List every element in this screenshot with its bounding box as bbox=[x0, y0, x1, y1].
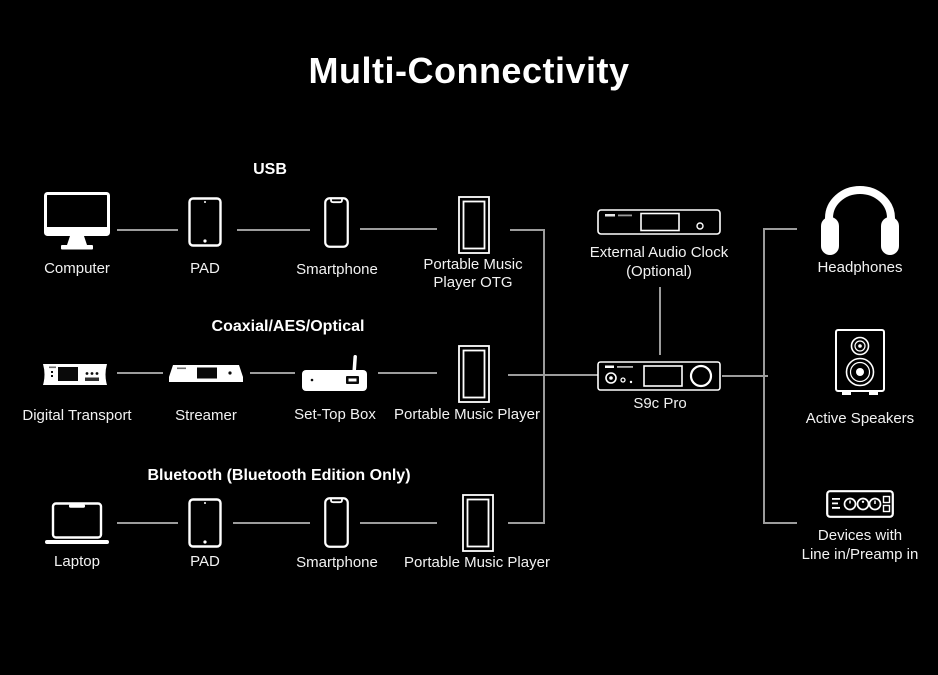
portable-player-icon bbox=[458, 345, 490, 403]
connector-line bbox=[510, 229, 544, 231]
connector-line bbox=[117, 522, 178, 524]
device-label: Portable Music bbox=[423, 256, 523, 273]
amplifier-icon bbox=[826, 490, 894, 518]
device-label: Laptop bbox=[54, 553, 100, 570]
connector-line bbox=[233, 522, 310, 524]
dac-icon bbox=[597, 361, 721, 391]
connector-line bbox=[508, 522, 544, 524]
audio-clock-icon bbox=[597, 209, 721, 235]
portable-player-icon bbox=[458, 196, 490, 254]
device-label: S9c Pro bbox=[633, 395, 687, 412]
connector-line bbox=[250, 372, 295, 374]
heading-coaxial: Coaxial/AES/Optical bbox=[211, 318, 365, 335]
set-top-box-icon bbox=[302, 355, 367, 391]
tablet-icon bbox=[188, 498, 222, 548]
connector-line bbox=[508, 374, 598, 376]
connector-line bbox=[543, 229, 545, 524]
computer-icon bbox=[44, 192, 110, 250]
device-label: Headphones bbox=[817, 259, 903, 276]
connector-line bbox=[378, 372, 437, 374]
portable-player-icon bbox=[462, 494, 494, 552]
device-label: Digital Transport bbox=[22, 407, 132, 424]
speaker-icon bbox=[835, 329, 885, 395]
connector-line bbox=[237, 229, 310, 231]
device-label: Set-Top Box bbox=[294, 406, 376, 423]
connector-line bbox=[722, 375, 768, 377]
page-title: Multi-Connectivity bbox=[308, 50, 630, 91]
device-label: Computer bbox=[44, 260, 110, 277]
device-label: Active Speakers bbox=[805, 410, 915, 427]
connector-line bbox=[659, 287, 661, 355]
device-label: Devices with bbox=[817, 527, 903, 544]
device-label: External Audio Clock bbox=[589, 244, 729, 261]
connector-line bbox=[360, 522, 437, 524]
device-label: Streamer bbox=[175, 407, 237, 424]
connector-line bbox=[764, 228, 797, 230]
smartphone-icon bbox=[324, 497, 349, 548]
connector-line bbox=[763, 228, 765, 524]
headphones-icon bbox=[821, 186, 899, 255]
connector-line bbox=[117, 372, 163, 374]
heading-usb: USB bbox=[253, 161, 287, 178]
connector-line bbox=[117, 229, 178, 231]
device-label: Line in/Preamp in bbox=[801, 546, 919, 563]
connector-line bbox=[764, 522, 797, 524]
heading-bluetooth: Bluetooth (Bluetooth Edition Only) bbox=[147, 467, 411, 484]
digital-transport-icon bbox=[43, 364, 107, 385]
device-label: (Optional) bbox=[626, 263, 692, 280]
device-label: Portable Music Player bbox=[404, 554, 550, 571]
device-label: Smartphone bbox=[296, 554, 378, 571]
device-label: Smartphone bbox=[296, 261, 378, 278]
streamer-icon bbox=[169, 365, 243, 382]
device-label: PAD bbox=[190, 260, 220, 277]
smartphone-icon bbox=[324, 197, 349, 248]
connector-line bbox=[360, 228, 437, 230]
device-label: Portable Music Player bbox=[394, 406, 540, 423]
tablet-icon bbox=[188, 197, 222, 247]
laptop-icon bbox=[45, 502, 109, 544]
device-label: PAD bbox=[190, 553, 220, 570]
device-label: Player OTG bbox=[433, 274, 513, 291]
